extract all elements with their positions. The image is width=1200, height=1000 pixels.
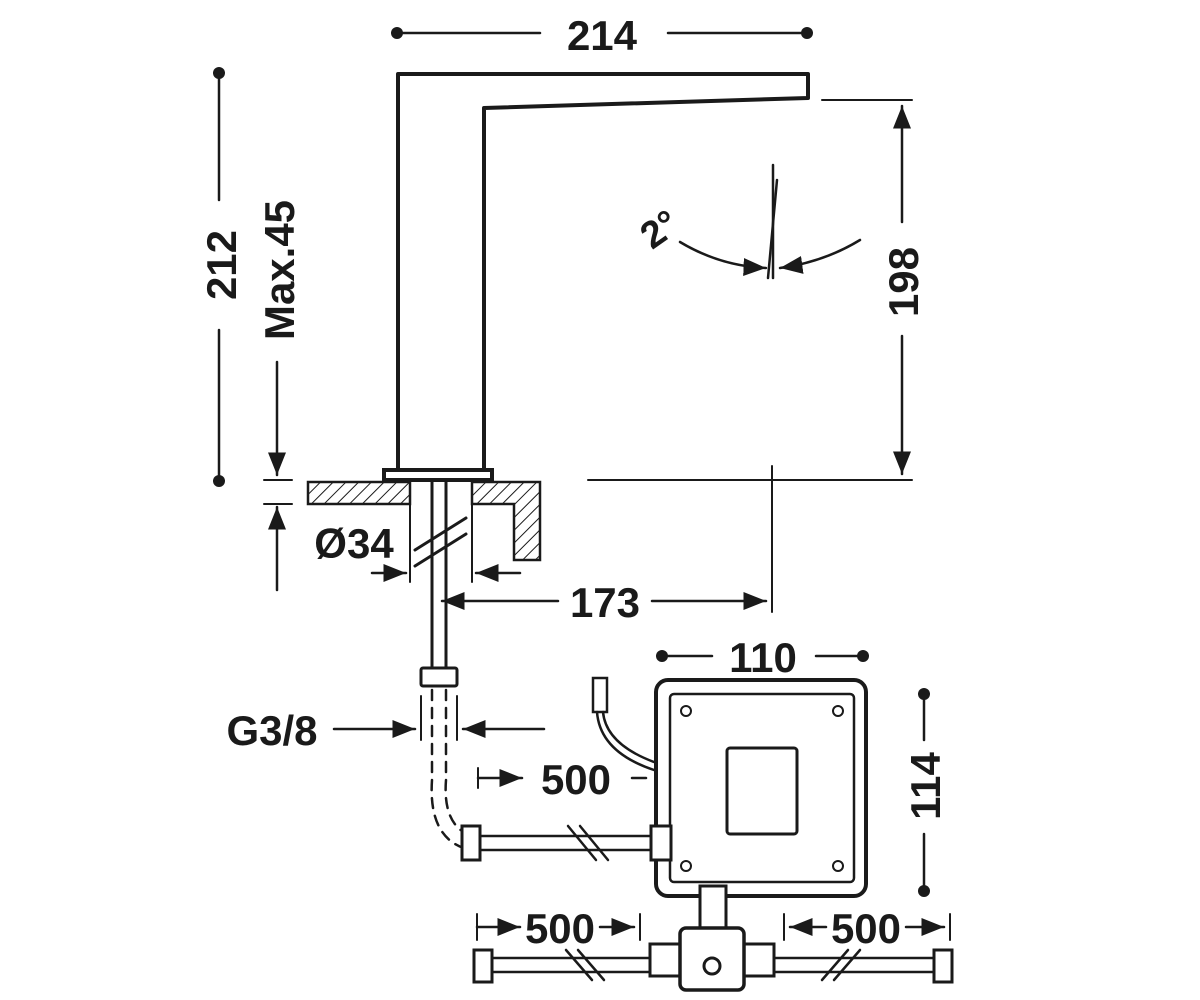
spout-reach-value: 214: [567, 12, 638, 59]
spray-angle-label: 2°: [633, 202, 687, 257]
dimension-box-height: [918, 688, 930, 897]
dimension-hose-upper: [476, 767, 648, 789]
supply-shank: [413, 478, 468, 688]
faucet-base-flange: [382, 468, 494, 482]
dimension-thread: [332, 695, 546, 741]
supply-tee: [648, 884, 776, 992]
sensor-cable: [591, 676, 656, 772]
faucet-body: [396, 72, 810, 474]
dimension-total-height: [213, 67, 225, 487]
box-width-value: 110: [729, 634, 797, 681]
outlet-hose: [460, 824, 653, 862]
control-box: [649, 678, 868, 898]
dimension-axis-distance: [440, 465, 773, 613]
sensor-angle-marker: [678, 163, 862, 280]
hose-left-value: 500: [525, 905, 595, 952]
dimension-max-deck: [263, 360, 293, 592]
axis-distance-value: 173: [570, 579, 640, 626]
dimension-hose-left: [475, 913, 641, 941]
thread-value: G3/8: [226, 707, 317, 754]
dimension-hole-diameter: [370, 504, 522, 583]
supply-hose-right: [772, 948, 954, 984]
max-deck-value: Max.45: [256, 200, 303, 340]
dimension-hose-right: [783, 913, 951, 941]
hose-right-value: 500: [831, 905, 901, 952]
total-height-value: 212: [198, 230, 245, 300]
hose-upper-value: 500: [541, 756, 611, 803]
box-screws: [680, 705, 844, 872]
supply-hose-left: [472, 948, 652, 984]
countertop-section: [306, 480, 542, 562]
dimension-outlet-height: [587, 99, 913, 481]
box-height-value: 114: [902, 751, 949, 819]
hole-diameter-value: Ø34: [314, 520, 394, 567]
outlet-height-value: 198: [880, 247, 927, 317]
dimension-box-width: [656, 650, 869, 662]
dimension-spout-reach: [391, 27, 813, 39]
